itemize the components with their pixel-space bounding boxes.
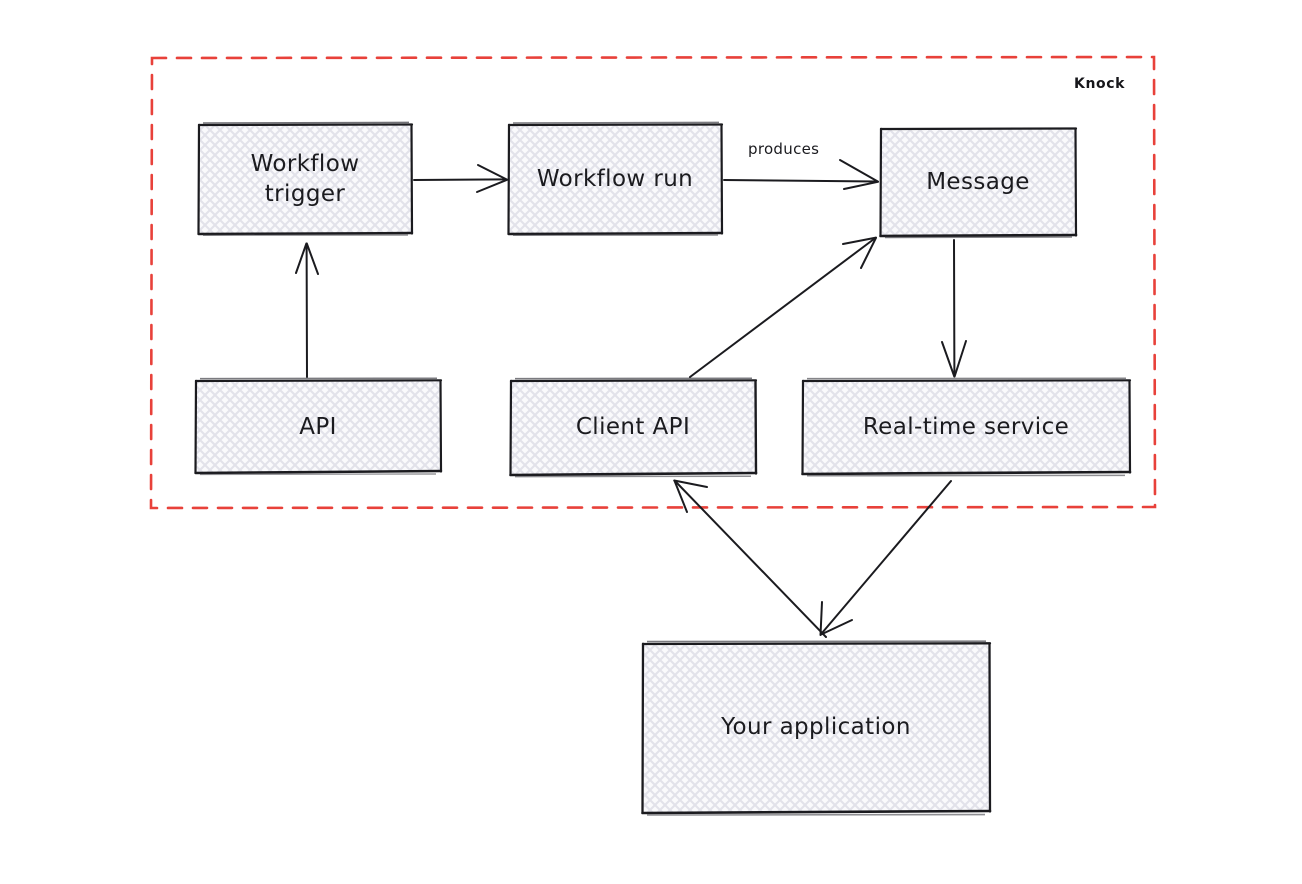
- edge-client-api-to-message: [689, 236, 877, 378]
- edge-trigger-to-run: [413, 164, 508, 193]
- node-client-api[interactable]: [509, 377, 758, 478]
- node-workflow-run[interactable]: [507, 121, 724, 236]
- node-workflow-trigger[interactable]: [197, 121, 414, 236]
- edge-api-to-trigger: [295, 242, 319, 378]
- node-real-time-service[interactable]: [801, 377, 1132, 477]
- knock-boundary: [149, 55, 1157, 510]
- edge-real-time-service-to-your-application: [819, 480, 952, 636]
- edge-run-to-message: [723, 159, 879, 190]
- node-api[interactable]: [194, 377, 443, 476]
- node-your-application[interactable]: [641, 640, 992, 816]
- edge-message-to-real-time-service: [941, 239, 967, 378]
- edge-your-application-to-client-api: [673, 479, 827, 638]
- node-message[interactable]: [879, 127, 1078, 239]
